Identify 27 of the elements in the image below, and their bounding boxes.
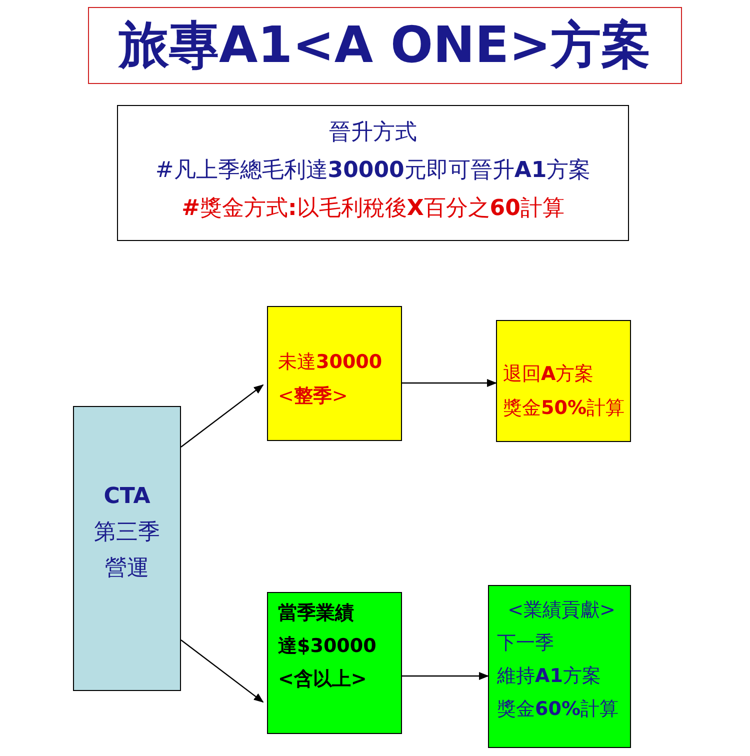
node-text: <含以上> — [278, 667, 368, 692]
node-text: 獎金50%計算 — [503, 396, 626, 421]
process-box — [267, 592, 402, 734]
node-text: 第三季 — [94, 519, 160, 547]
node-text: 晉升方式 — [328, 119, 418, 147]
arrow — [402, 672, 489, 680]
arrow — [180, 384, 264, 448]
info-box — [117, 105, 629, 241]
process-box — [488, 585, 631, 748]
node-text: 維持A1方案 — [497, 664, 602, 689]
node-text: 退回A方案 — [503, 362, 595, 387]
process-box — [73, 406, 181, 691]
node-text: #凡上季總毛利達30000元即可晉升A1方案 — [154, 157, 592, 185]
process-box — [267, 306, 402, 441]
node-text: 未達30000 <整季> — [278, 350, 384, 409]
node-text: 下一季 — [497, 631, 555, 656]
arrow — [402, 379, 497, 387]
node-text: 獎金60%計算 — [497, 697, 620, 722]
node-text: #獎金方式:以毛利稅後X百分之60計算 — [180, 195, 566, 223]
title-box: 旅專A1<A ONE>方案 — [88, 7, 682, 84]
node-text: 當季業績 — [278, 601, 355, 626]
process-box — [496, 320, 631, 442]
node-text: <業績貢獻> — [506, 598, 616, 623]
node-text: 營運 — [104, 555, 150, 583]
node-text: 達$30000 — [278, 634, 378, 659]
node-text: CTA — [102, 483, 152, 511]
arrow — [180, 640, 264, 703]
